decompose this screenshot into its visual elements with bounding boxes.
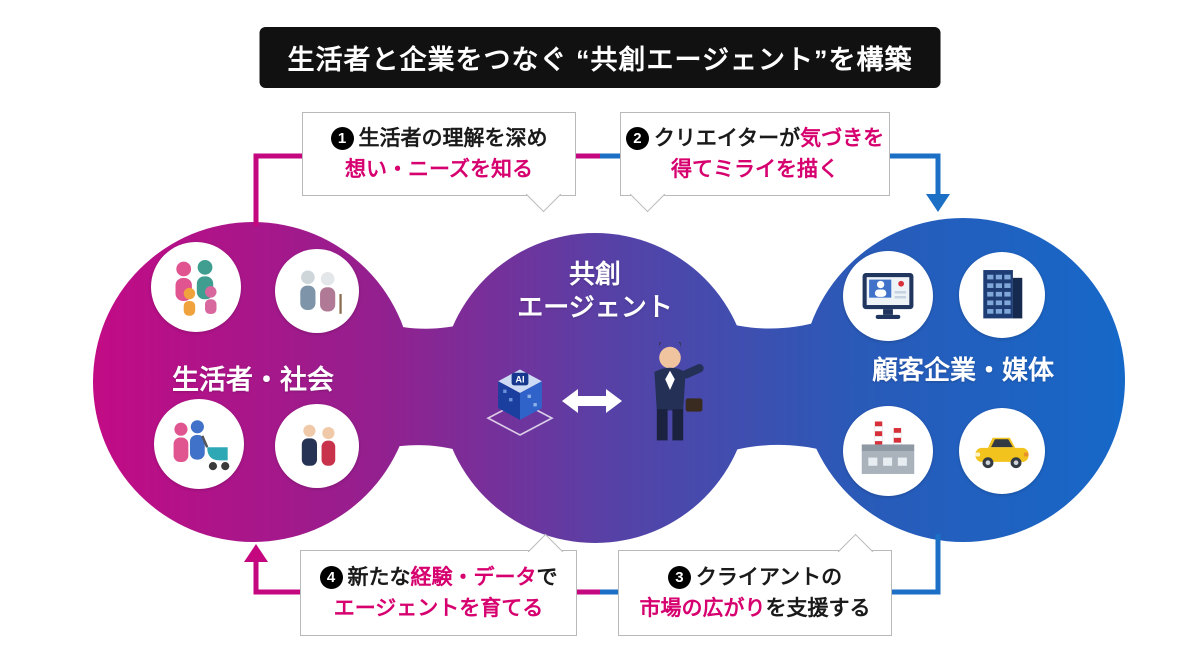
callout-2-line-2: 得てミライを描く [671, 154, 839, 185]
right-connector [676, 298, 872, 476]
left-node-label: 生活者・社会 [172, 365, 334, 395]
text-segment: 市場の広がり [639, 597, 766, 620]
ai-cube-wrap: AI [478, 352, 562, 444]
text-segment: を支援する [765, 597, 871, 620]
step-3-badge: 3 [667, 566, 691, 589]
text-segment: 新たな [347, 566, 411, 589]
step-1-badge: 1 [330, 127, 354, 150]
office-building-icon [983, 270, 1023, 319]
step-2-badge: 2 [625, 127, 649, 150]
factory-icon [861, 421, 915, 474]
arrowhead-up-icon [244, 544, 268, 562]
video-monitor-circle [843, 251, 933, 341]
business-pair-circle [275, 404, 359, 488]
callout-step-1: 1 生活者の理解を深め 想い・ニーズを知る [302, 112, 576, 213]
right-node-label: 顧客企業・媒体 [871, 355, 1054, 385]
callout-4-line-2: エージェントを育てる [334, 593, 544, 624]
text-segment: クリエイターが [653, 127, 801, 150]
family-group-circle [151, 242, 241, 332]
center-node-circle [440, 233, 750, 543]
ai-cube-icon: AI [486, 369, 554, 436]
arrowhead-down-icon [926, 194, 950, 212]
taxi-car-icon [975, 437, 1029, 469]
callout-3-line-1: 3 クライアントの [667, 562, 843, 593]
elderly-couple-icon [300, 270, 342, 314]
businessman-icon [654, 342, 704, 441]
callout-step-3: 3 クライアントの 市場の広がり を支援する [618, 533, 892, 636]
callout-step-4: 4 新たな 経験・データ で エージェントを育てる [300, 533, 577, 636]
video-monitor-icon [862, 273, 914, 319]
text-segment: 気づきを [800, 127, 885, 150]
elderly-couple-circle [275, 249, 359, 333]
text-segment: 得てミライを描く [671, 158, 839, 181]
double-arrow-icon [562, 389, 622, 413]
callout-4-line-1: 4 新たな 経験・データ で [319, 562, 558, 593]
center-label-line1: 共創 [568, 259, 621, 289]
center-label-line2: エージェント [517, 292, 673, 322]
page-title: 生活者と企業をつなぐ “共創エージェント”を構築 [259, 27, 941, 88]
business-pair-icon [301, 424, 336, 466]
text-segment: で [536, 566, 558, 589]
callout-1-line-1: 1 生活者の理解を深め [330, 123, 548, 154]
family-group-icon [175, 259, 217, 316]
text-segment: エージェントを育てる [333, 597, 544, 620]
callout-step-2: 2 クリエイターが 気づきを 得てミライを描く [620, 112, 890, 213]
double-arrow-wrap [560, 386, 624, 416]
stroller-family-icon [173, 420, 230, 471]
taxi-car-circle [959, 408, 1045, 494]
step-4-badge: 4 [319, 566, 343, 589]
left-connector [330, 300, 515, 478]
ai-label: AI [515, 374, 524, 384]
factory-circle [843, 406, 933, 496]
callout-1-line-2: 想い・ニーズを知る [345, 154, 533, 185]
businessman-wrap [633, 342, 707, 456]
text-segment: 想い・ニーズを知る [345, 158, 533, 181]
callout-2-line-1: 2 クリエイターが 気づきを [625, 123, 885, 154]
center-node-label: 共創 エージェント [495, 258, 695, 324]
stroller-family-circle [154, 399, 244, 489]
text-segment: 生活者の理解を深め [358, 127, 548, 150]
text-segment: 経験・データ [410, 566, 537, 589]
office-building-circle [959, 252, 1045, 338]
text-segment: クライアントの [695, 566, 843, 589]
callout-3-line-2: 市場の広がり を支援する [640, 593, 871, 624]
